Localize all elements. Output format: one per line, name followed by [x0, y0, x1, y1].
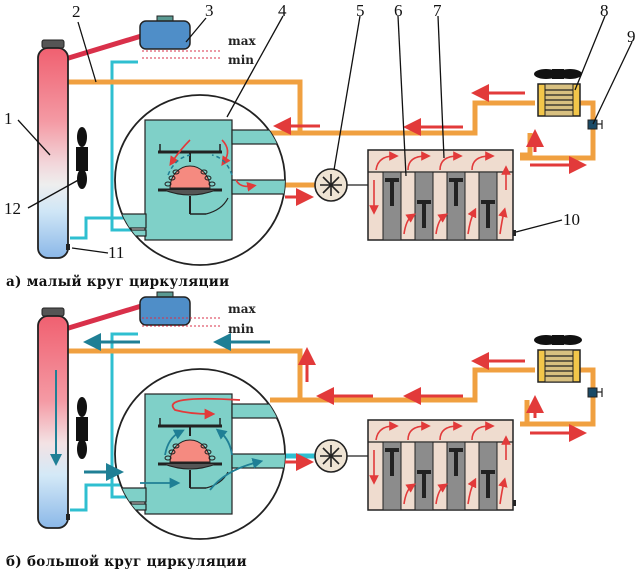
max-level-label-b: max [228, 302, 256, 316]
radiator-inlet-pipe [68, 79, 303, 133]
label-12: 12 [4, 199, 21, 218]
overflow-line [61, 30, 151, 63]
panel-large-circuit: max min [6, 291, 603, 570]
panel-small-circuit: max min [4, 1, 636, 290]
engine-outlet-pipe [520, 133, 533, 158]
label-5: 5 [356, 1, 365, 20]
caption-small-circuit: а) малый круг циркуляции [6, 274, 229, 290]
min-level-label: min [228, 53, 254, 67]
label-10: 10 [563, 210, 580, 229]
overflow-line-b [61, 300, 151, 333]
label-11: 11 [108, 243, 124, 262]
expansion-tank [139, 15, 191, 50]
water-pump [314, 168, 348, 202]
label-4: 4 [278, 1, 287, 20]
heater-core-b [533, 334, 583, 383]
radiator [37, 39, 70, 259]
flow-arrows-b [285, 347, 587, 471]
label-8: 8 [600, 1, 609, 20]
engine-block-b [368, 420, 516, 510]
heater-valve [587, 119, 603, 130]
label-9: 9 [627, 27, 636, 46]
label-3: 3 [205, 1, 214, 20]
max-level-label: max [228, 34, 256, 48]
engine-outlet-pipe-b [520, 400, 530, 427]
bypass-pipe-b [300, 367, 535, 403]
label-7: 7 [433, 1, 442, 20]
label-6: 6 [394, 1, 403, 20]
label-2: 2 [72, 2, 81, 21]
heater-valve-b [587, 387, 603, 398]
thermostat-b [115, 392, 285, 516]
water-pump-b [314, 439, 348, 473]
label-1: 1 [4, 109, 13, 128]
caption-large-circuit: б) большой круг циркуляции [6, 554, 247, 570]
expansion-tank-b [139, 291, 191, 326]
thermostat [115, 118, 285, 242]
min-level-label-b: min [228, 322, 254, 336]
main-return-pipe-b [270, 351, 303, 403]
heater-return-pipe [520, 100, 596, 161]
flow-arrows-a [273, 84, 587, 206]
engine-block [368, 150, 516, 240]
leader-lines-a [17, 15, 633, 254]
radiator-fan-b [76, 397, 88, 459]
radiator-b [37, 307, 70, 529]
heater-core [533, 68, 583, 117]
flow-arrows-teal-b [83, 333, 270, 481]
bypass-pipe [265, 100, 535, 136]
